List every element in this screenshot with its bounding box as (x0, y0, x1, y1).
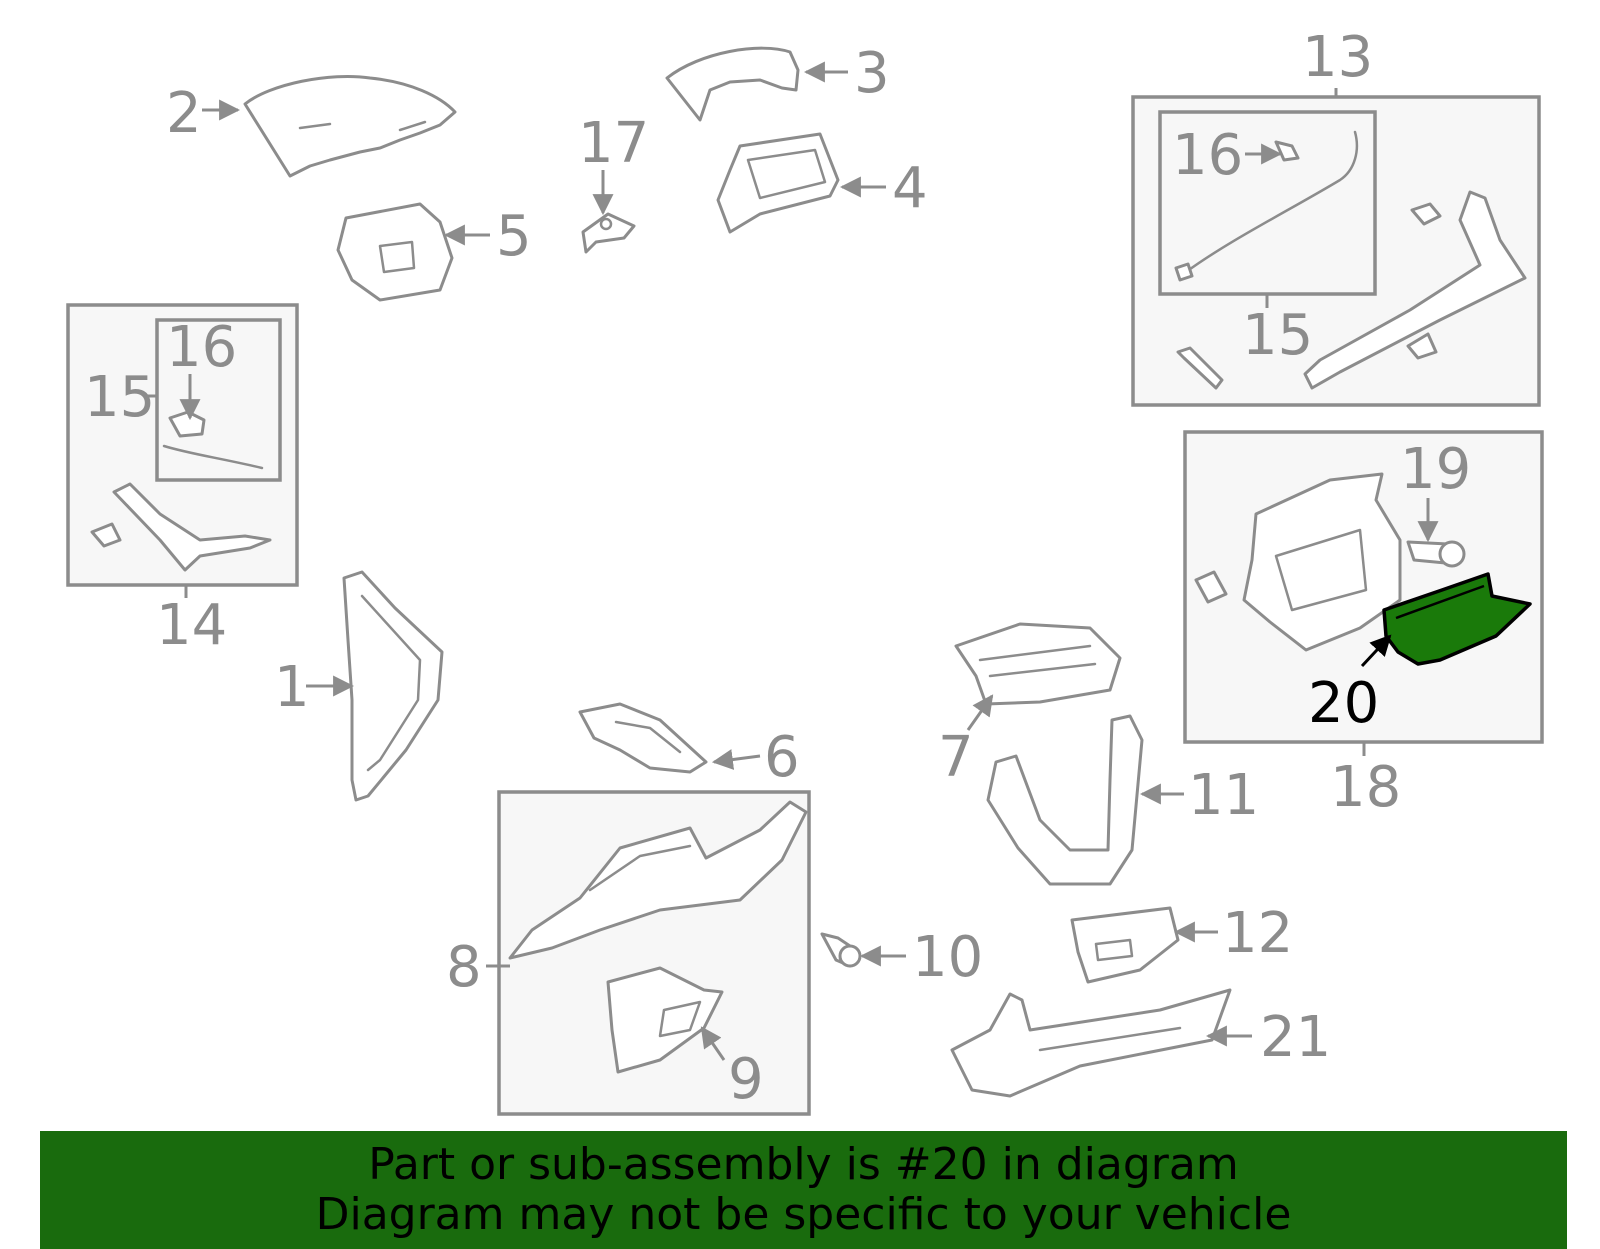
part-5-bracket (336, 202, 454, 302)
callout-6: 6 (764, 725, 800, 790)
callout-4: 4 (892, 156, 928, 221)
part-13-right-pillar-trim (1176, 190, 1527, 390)
callout-21: 21 (1260, 1005, 1331, 1070)
callout-9: 9 (728, 1047, 764, 1112)
callout-5: 5 (496, 204, 532, 269)
callout-16-left: 16 (166, 315, 237, 380)
footer-line-disclaimer: Diagram may not be specific to your vehi… (315, 1189, 1292, 1240)
callout-12: 12 (1222, 901, 1293, 966)
callout-7: 7 (938, 725, 974, 790)
callout-16-right: 16 (1172, 123, 1243, 188)
part-14-left-pillar-trim (90, 482, 272, 572)
part-4-display-housing (716, 132, 840, 234)
part-2-cluster-hood (243, 74, 457, 178)
part-3-trim-cap (665, 46, 800, 122)
callout-15-left: 15 (84, 365, 155, 430)
part-6-vent (578, 702, 708, 774)
callout-10: 10 (912, 925, 983, 990)
part-21-console-base (950, 988, 1232, 1098)
callout-15-right: 15 (1242, 303, 1313, 368)
footer-banner: Part or sub-assembly is #20 in diagram D… (40, 1131, 1567, 1249)
part-17-clip (581, 212, 636, 254)
part-10-screw (820, 932, 862, 968)
callout-18: 18 (1330, 755, 1401, 820)
part-11-shifter-bezel (986, 714, 1144, 886)
callout-labels: 2 3 4 5 17 13 16 15 16 15 14 1 6 7 11 12… (84, 25, 1471, 1112)
callout-11: 11 (1188, 763, 1259, 828)
callout-2: 2 (166, 81, 202, 146)
part-19-bolt (1406, 540, 1466, 568)
sub-box-15-left (155, 318, 282, 482)
part-12-switch-panel (1070, 906, 1180, 984)
footer-line-part-number: Part or sub-assembly is #20 in diagram (368, 1139, 1239, 1190)
part-20-tray-highlighted (1382, 572, 1532, 666)
part-16-right-wire (1174, 130, 1359, 282)
callout-13: 13 (1302, 25, 1373, 90)
callout-1: 1 (274, 655, 310, 720)
callout-19: 19 (1400, 437, 1471, 502)
callout-8: 8 (446, 935, 482, 1000)
part-18-console-box (1194, 472, 1402, 652)
callout-20: 20 (1308, 671, 1379, 736)
callout-3: 3 (854, 41, 890, 106)
callout-14: 14 (156, 593, 227, 658)
part-1-pillar-trim (342, 570, 444, 802)
leaders (148, 61, 1439, 1061)
part-8-lower-panel (508, 800, 808, 960)
part-7-center-vent (954, 622, 1122, 706)
callout-17: 17 (578, 111, 649, 176)
